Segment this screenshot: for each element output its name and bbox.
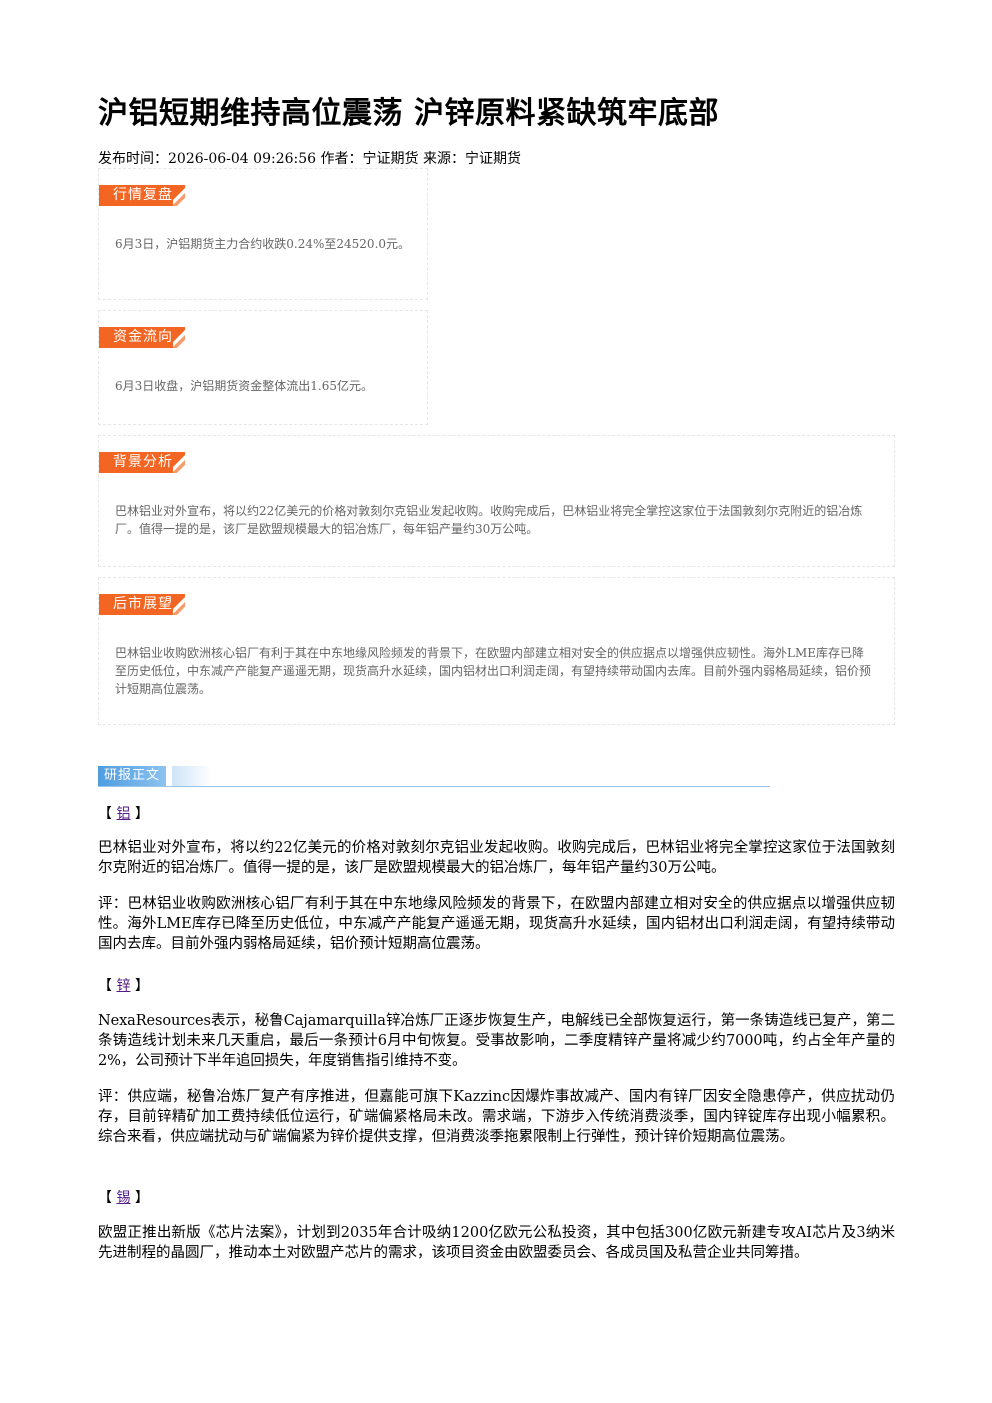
category-tin: 【 锡 】 <box>98 1187 149 1207</box>
aluminium-comment-paragraph: 评：巴林铝业收购欧洲核心铝厂有利于其在中东地缘风险频发的背景下，在欧盟内部建立相… <box>98 896 895 952</box>
category-zinc: 【 锌 】 <box>98 975 149 995</box>
metal-link-aluminium[interactable]: 铝 <box>116 806 131 822</box>
aluminium-news-paragraph: 巴林铝业对外宣布，将以约22亿美元的价格对敦刻尔克铝业发起收购。收购完成后，巴林… <box>98 840 895 876</box>
tag-capital-flow: 资金流向 <box>99 327 185 348</box>
bracket-close: 】 <box>134 978 149 994</box>
bracket-open: 【 <box>98 978 112 994</box>
article-meta: 发布时间：2026-06-04 09:26:56 作者：宁证期货 来源：宁证期货 <box>98 151 521 167</box>
bracket-open: 【 <box>98 806 112 822</box>
report-section-header: 研报正文 <box>98 766 770 787</box>
summary-text-market-review: 6月3日，沪铝期货主力合约收跌0.24%至24520.0元。 <box>115 237 411 251</box>
bracket-close: 】 <box>134 806 149 822</box>
summary-text-outlook: 巴林铝业收购欧洲核心铝厂有利于其在中东地缘风险频发的背景下，在欧盟内部建立相对安… <box>115 646 872 696</box>
bracket-open: 【 <box>98 1190 112 1206</box>
tag-background: 背景分析 <box>99 452 185 473</box>
section-tag-fade <box>172 766 212 786</box>
metal-link-tin[interactable]: 锡 <box>116 1190 131 1206</box>
tag-outlook: 后市展望 <box>99 594 185 615</box>
bracket-close: 】 <box>134 1190 149 1206</box>
zinc-news-paragraph: NexaResources表示，秘鲁Cajamarquilla锌冶炼厂正逐步恢复… <box>98 1013 895 1069</box>
report-section-label: 研报正文 <box>98 766 167 786</box>
summary-box-capital-flow: 资金流向 6月3日收盘，沪铝期货资金整体流出1.65亿元。 <box>98 310 428 425</box>
page-title: 沪铝短期维持高位震荡 沪锌原料紧缺筑牢底部 <box>98 96 719 131</box>
summary-text-capital-flow: 6月3日收盘，沪铝期货资金整体流出1.65亿元。 <box>115 379 373 393</box>
summary-box-background: 背景分析 巴林铝业对外宣布，将以约22亿美元的价格对敦刻尔克铝业发起收购。收购完… <box>98 435 895 567</box>
metal-link-zinc[interactable]: 锌 <box>116 978 131 994</box>
summary-box-market-review: 行情复盘 6月3日，沪铝期货主力合约收跌0.24%至24520.0元。 <box>98 168 428 300</box>
summary-box-outlook: 后市展望 巴林铝业收购欧洲核心铝厂有利于其在中东地缘风险频发的背景下，在欧盟内部… <box>98 577 895 725</box>
tag-market-review: 行情复盘 <box>99 185 185 206</box>
zinc-comment-paragraph: 评：供应端，秘鲁冶炼厂复产有序推进，但嘉能可旗下Kazzinc因爆炸事故减产、国… <box>98 1089 895 1145</box>
category-aluminium: 【 铝 】 <box>98 803 149 823</box>
summary-text-background: 巴林铝业对外宣布，将以约22亿美元的价格对敦刻尔克铝业发起收购。收购完成后，巴林… <box>115 504 863 536</box>
tin-news-paragraph: 欧盟正推出新版《芯片法案》，计划到2035年合计吸纳1200亿欧元公私投资，其中… <box>98 1225 895 1261</box>
